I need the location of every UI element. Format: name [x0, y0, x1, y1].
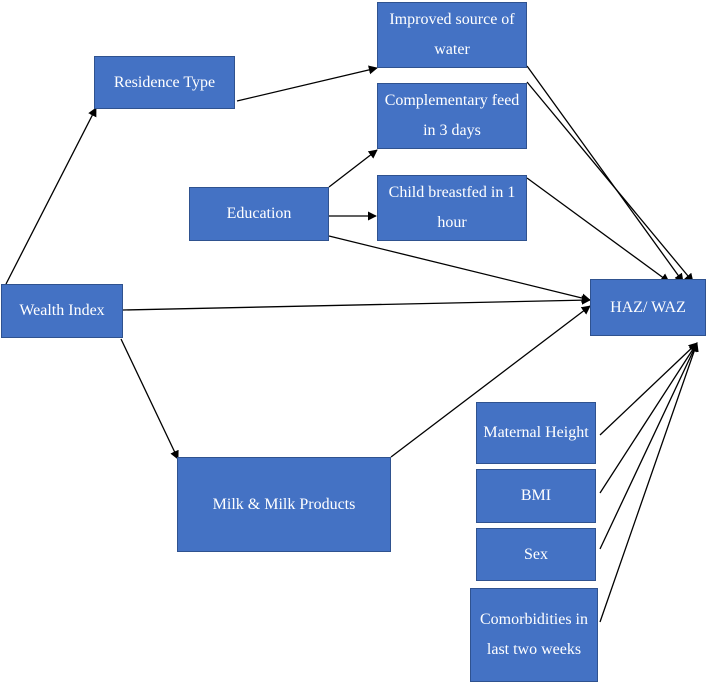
edge-milk-to-haz	[390, 305, 591, 458]
edge-bmi-to-haz	[599, 342, 698, 494]
edge-comorbidities-to-haz	[599, 342, 699, 623]
edge-education-to-complementary	[328, 149, 378, 188]
node-child-breastfed: Child breastfed in 1 hour	[377, 175, 527, 241]
node-label: Complementary feed in 3 days	[384, 92, 520, 139]
node-improved-water: Improved source of water	[377, 2, 527, 68]
node-wealth-index: Wealth Index	[1, 284, 123, 338]
edge-maternal-to-haz	[599, 342, 698, 436]
node-label: Child breastfed in 1 hour	[388, 184, 516, 231]
node-label: Comorbidities in last two weeks	[480, 611, 588, 658]
edge-wealth-to-haz	[122, 295, 591, 311]
edge-complementary-to-haz	[526, 81, 694, 283]
node-label: HAZ/ WAZ	[610, 298, 686, 316]
node-label: Maternal Height	[483, 424, 589, 441]
edge-breastfed-to-haz	[526, 177, 670, 283]
node-maternal-height: Maternal Height	[476, 402, 596, 464]
node-label: Wealth Index	[19, 302, 105, 319]
edge-residence-to-water	[236, 65, 378, 102]
node-milk-products: Milk & Milk Products	[177, 457, 391, 552]
node-comorbidities: Comorbidities in last two weeks	[470, 588, 598, 682]
edge-education-to-haz	[328, 235, 591, 303]
edge-wealth-to-residence	[5, 107, 97, 285]
node-complementary-feed: Complementary feed in 3 days	[377, 83, 527, 149]
node-haz-waz: HAZ/ WAZ	[590, 279, 706, 336]
node-bmi: BMI	[476, 469, 596, 523]
edge-wealth-to-milk	[120, 338, 179, 460]
node-label: BMI	[520, 487, 552, 504]
node-label: Sex	[524, 545, 548, 563]
node-education: Education	[189, 187, 329, 241]
node-residence-type: Residence Type	[94, 56, 235, 109]
edge-water-to-haz	[526, 65, 684, 283]
edge-sex-to-haz	[599, 342, 698, 550]
node-label: Residence Type	[113, 73, 216, 91]
node-label: Milk & Milk Products	[212, 495, 356, 513]
node-label: Improved source of water	[389, 11, 515, 58]
node-sex: Sex	[476, 528, 596, 581]
node-label: Education	[226, 205, 292, 222]
